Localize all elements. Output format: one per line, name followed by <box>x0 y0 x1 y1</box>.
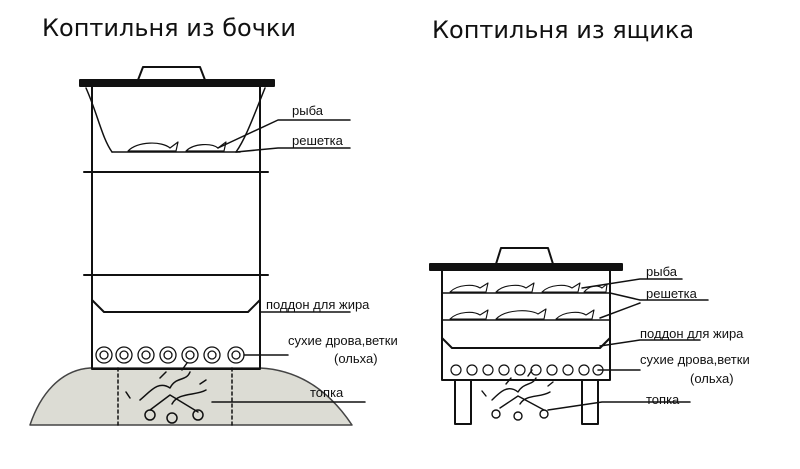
barrel-firebox-pit <box>117 367 233 426</box>
barrel-hanger-left <box>85 87 113 153</box>
barrel-smokehouse <box>29 66 366 426</box>
barrel-fish-icon <box>127 141 179 152</box>
barrel-wood-logs <box>95 346 245 364</box>
box-wood-logs <box>450 364 604 376</box>
barrel-leader-lines <box>211 119 366 403</box>
barrel-title: Коптильня из бочки <box>42 14 296 42</box>
barrel-label-tray: поддон для жира <box>266 297 370 312</box>
box-body <box>441 269 611 381</box>
barrel-body <box>91 85 261 370</box>
box-label-firebox: топка <box>646 392 680 407</box>
box-label-tray: поддон для жира <box>640 326 744 341</box>
barrel-fire-icon <box>125 362 207 424</box>
barrel-lid-handle <box>137 66 206 81</box>
box-label-wood: сухие дрова,ветки <box>640 352 750 367</box>
box-leg-right <box>581 379 599 425</box>
box-leader-lines <box>547 278 709 411</box>
box-label-fish: рыба <box>646 264 677 279</box>
barrel-grease-tray <box>91 299 261 313</box>
box-fire-icon <box>481 369 554 421</box>
box-smokehouse <box>429 247 709 425</box>
barrel-label-grate: решетка <box>292 133 343 148</box>
box-fish-bottom <box>449 308 595 320</box>
box-leg-left <box>454 379 472 425</box>
barrel-label-wood: сухие дрова,ветки <box>288 333 398 348</box>
box-lid-handle <box>495 247 554 265</box>
box-grease-tray <box>441 337 611 349</box>
barrel-hanger-right <box>235 87 266 153</box>
box-title: Коптильня из ящика <box>432 16 695 44</box>
barrel-label-firebox: топка <box>310 385 344 400</box>
barrel-ground-mound <box>29 367 353 426</box>
barrel-fish-icon <box>185 141 227 152</box>
barrel-label-wood-type: (ольха) <box>334 351 378 366</box>
box-label-grate: решетка <box>646 286 697 301</box>
barrel-label-fish: рыба <box>292 103 323 118</box>
box-label-wood-type: (ольха) <box>690 371 734 386</box>
